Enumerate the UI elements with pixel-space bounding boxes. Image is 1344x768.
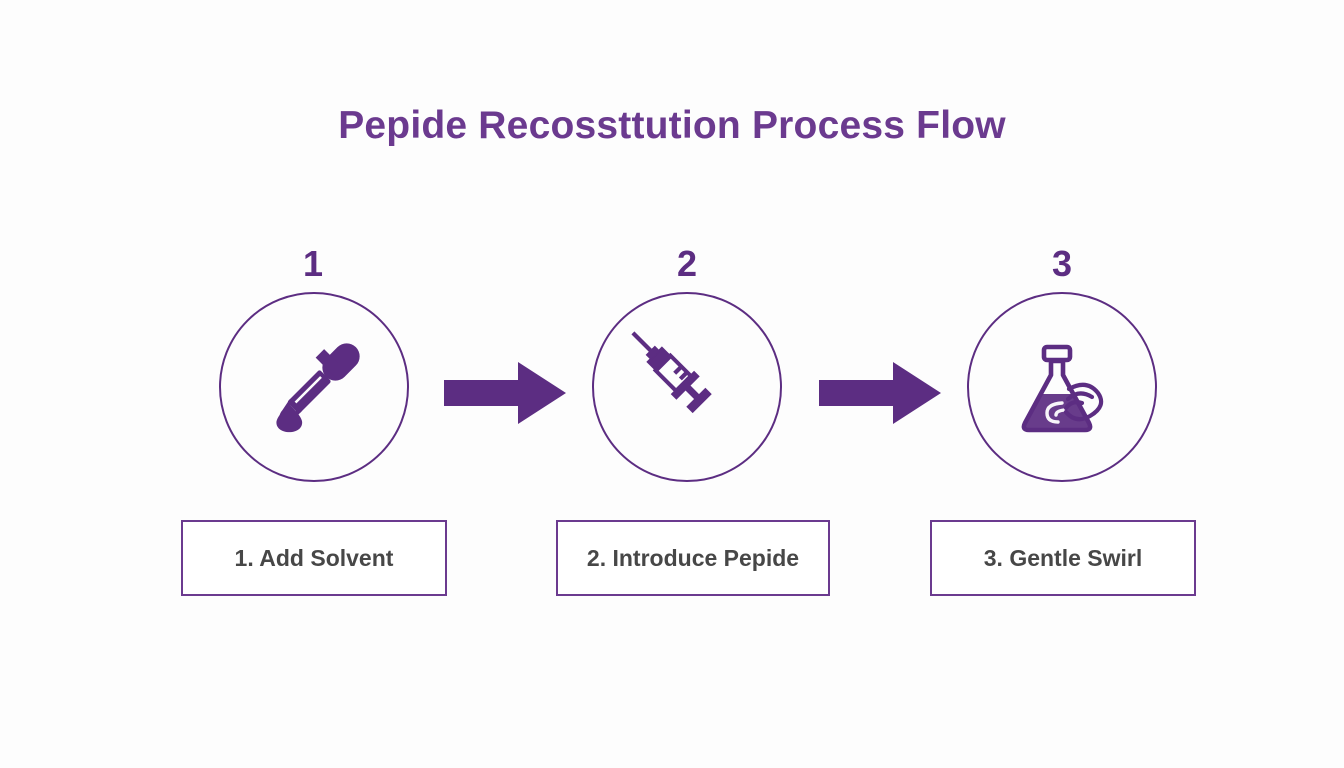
step-label-text-2: 2. Introduce Pepide: [586, 545, 800, 571]
step-circle-2[interactable]: [592, 292, 782, 482]
step-circle-3[interactable]: [967, 292, 1157, 482]
step-label-box-1[interactable]: 1. Add Solvent: [181, 520, 447, 596]
step-label-box-3[interactable]: 3. Gentle Swirl: [930, 520, 1196, 596]
step-number-3: 3: [1051, 243, 1073, 284]
page-title: Pepide Recossttution Process Flow: [338, 104, 1006, 147]
dropper-icon: [258, 331, 370, 443]
arrow-step2-to-step3: [819, 362, 941, 424]
step-label-box-2[interactable]: 2. Introduce Pepide: [556, 520, 830, 596]
step-number-1: 1: [302, 243, 324, 284]
arrow-step1-to-step2: [444, 362, 566, 424]
step-circle-1[interactable]: [219, 292, 409, 482]
step-label-text-3: 3. Gentle Swirl: [983, 545, 1143, 571]
syringe-icon: [631, 331, 743, 443]
step-number-2: 2: [676, 243, 698, 284]
step-label-text-1: 1. Add Solvent: [234, 545, 394, 571]
flask-swirl-icon: [1006, 331, 1118, 443]
